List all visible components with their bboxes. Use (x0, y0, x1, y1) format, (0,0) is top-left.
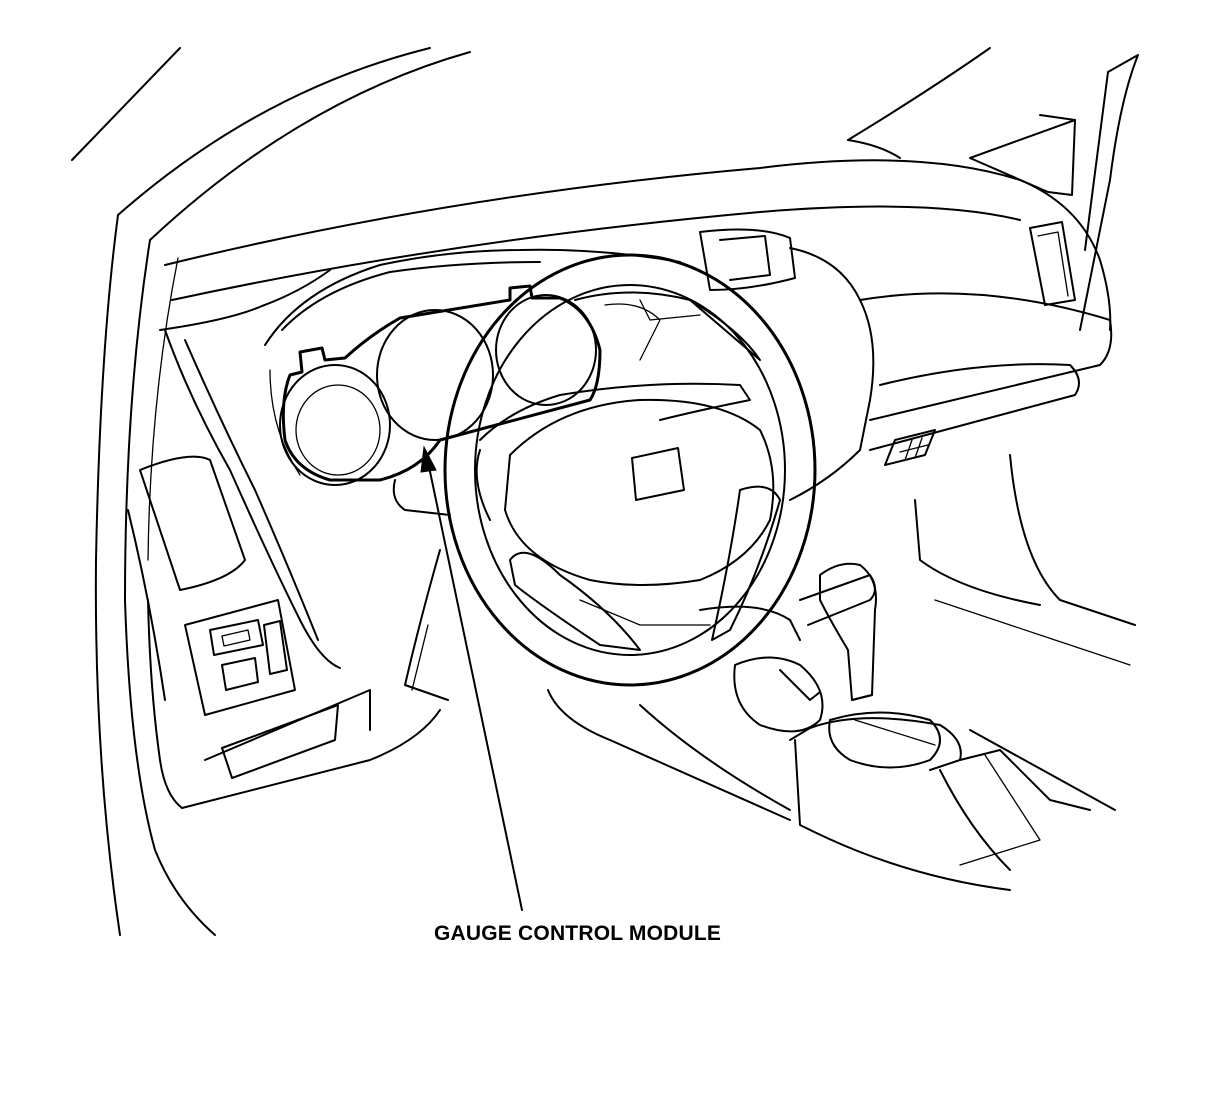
driver-dash (127, 269, 441, 809)
center-stack (579, 228, 876, 641)
passenger-dash (859, 292, 1136, 666)
right-a-pillar (969, 54, 1139, 331)
callout-leader (420, 445, 523, 911)
gauge-cluster (279, 284, 602, 486)
steering-wheel (443, 253, 817, 687)
windshield-lines (71, 47, 991, 241)
gauge-control-module-label: GAUGE CONTROL MODULE (434, 922, 722, 945)
steering-column (392, 479, 451, 701)
gauge-hood (264, 248, 681, 476)
dashboard-top (164, 139, 1112, 331)
center-console (547, 562, 1116, 891)
left-a-pillar (94, 214, 216, 936)
